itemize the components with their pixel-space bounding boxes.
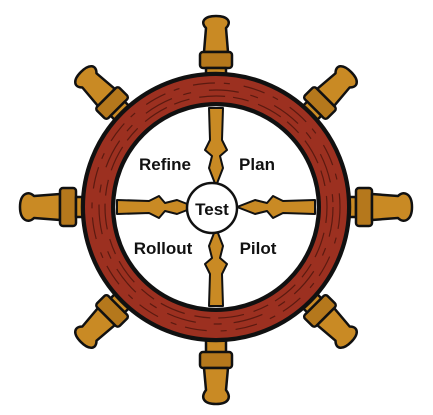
hub-label: Test [195, 200, 229, 219]
wheel-hub: Test [185, 181, 239, 235]
inner-spokes [116, 107, 316, 307]
spoke-top [204, 107, 228, 187]
spoke-bottom [204, 227, 228, 307]
label-refine: Refine [139, 155, 191, 174]
label-plan: Plan [239, 155, 275, 174]
quadrant-labels: Refine Plan Rollout Pilot [134, 155, 277, 258]
label-rollout: Rollout [134, 239, 193, 258]
label-pilot: Pilot [240, 239, 277, 258]
spoke-right [236, 195, 316, 219]
